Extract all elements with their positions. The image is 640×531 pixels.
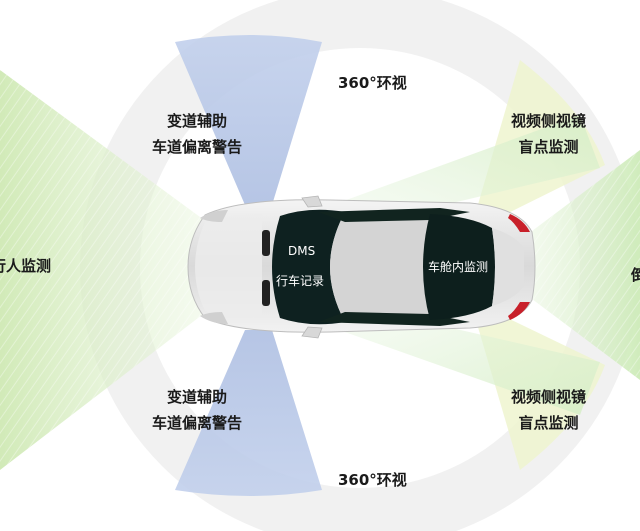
surround-view-label-top: 360°环视 bbox=[338, 74, 407, 92]
lane-assist-line1: 变道辅助 bbox=[167, 388, 228, 406]
blind-spot-line2: 盲点监测 bbox=[518, 414, 579, 432]
lane-departure-line2: 车道偏离警告 bbox=[152, 414, 243, 432]
dashcam-label: 行车记录 bbox=[276, 274, 325, 288]
car-top-view bbox=[187, 195, 536, 339]
surround-view-label-bottom: 360°环视 bbox=[338, 471, 407, 489]
lane-assist-line1: 变道辅助 bbox=[167, 112, 228, 130]
pedestrian-label: 行人监测 bbox=[0, 257, 52, 275]
lane-assist-label-top: 变道辅助 车道偏离警告 bbox=[152, 108, 242, 160]
rear-label-partial: 倒 bbox=[631, 266, 640, 284]
mirror-label-bottom: 视频侧视镜 盲点监测 bbox=[511, 384, 586, 436]
lane-zone-top bbox=[175, 35, 322, 205]
lane-departure-line2: 车道偏离警告 bbox=[152, 138, 243, 156]
cabin-monitor-label: 车舱内监测 bbox=[428, 260, 489, 274]
dms-label: DMS bbox=[288, 244, 316, 258]
mirror-label-top: 视频侧视镜 盲点监测 bbox=[511, 108, 586, 160]
video-mirror-line1: 视频侧视镜 bbox=[511, 112, 587, 130]
blind-spot-line2: 盲点监测 bbox=[518, 138, 579, 156]
lane-assist-label-bottom: 变道辅助 车道偏离警告 bbox=[152, 384, 242, 436]
lane-zone-bottom bbox=[175, 330, 322, 496]
video-mirror-line1: 视频侧视镜 bbox=[511, 388, 587, 406]
